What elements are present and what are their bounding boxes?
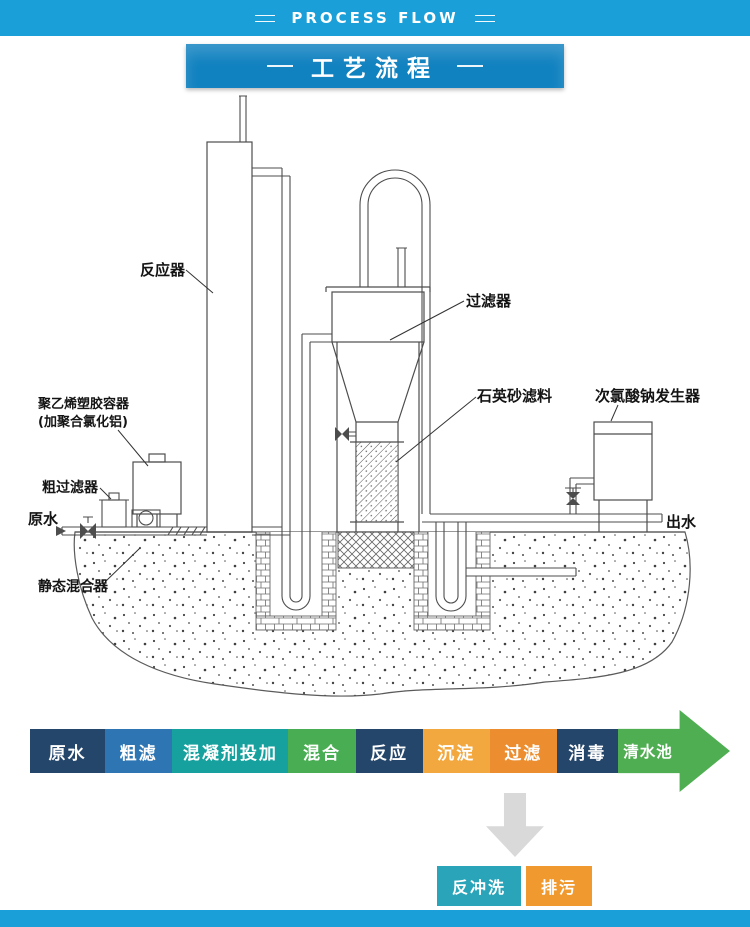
generator-valve-icon xyxy=(566,492,580,505)
quartz-sand-label: 石英砂滤料 xyxy=(476,387,552,405)
flow-step-label: 过滤 xyxy=(504,743,543,764)
raw-water-flow-arrow-icon xyxy=(56,526,66,536)
section-ribbon: 工艺流程 xyxy=(171,44,579,95)
flow-step-label: 粗滤 xyxy=(119,743,158,764)
backwash-box: 反冲洗 xyxy=(437,866,522,906)
pit-right xyxy=(413,531,491,631)
pe-container-label-line2: (加聚合氯化铝) xyxy=(38,414,128,430)
flow-step-coarse-filtration: 粗滤 xyxy=(105,729,173,773)
flow-step-reaction: 反应 xyxy=(355,729,423,773)
flow-step-label: 消毒 xyxy=(568,743,607,764)
drain-pipe xyxy=(466,567,577,577)
inlet-valve-icon xyxy=(80,523,96,539)
flow-step-label: 混凝剂投加 xyxy=(182,743,278,764)
footer-bar xyxy=(0,910,750,927)
pump xyxy=(131,509,161,528)
coarse-filter-unit xyxy=(99,492,161,528)
filter-vessel xyxy=(325,286,431,532)
out-water-label: 出水 xyxy=(666,513,697,531)
quartz-sand-bed xyxy=(355,441,399,523)
hypochlorite-generator-label: 次氯酸钠发生器 xyxy=(595,387,701,405)
section-title-zh: 工艺流程 xyxy=(311,56,439,82)
header-title-en: PROCESS FLOW xyxy=(291,9,459,27)
flow-step-label: 反应 xyxy=(370,743,409,764)
flow-step-label: 清水池 xyxy=(623,743,673,761)
drain-box: 排污 xyxy=(526,866,593,906)
down-arrow-icon xyxy=(486,793,544,857)
sub-flow-row: 反冲洗 排污 xyxy=(437,866,593,906)
ribbon-tail-left-icon xyxy=(171,51,197,95)
flow-step-clean-water-tank-arrow: 清水池 xyxy=(617,710,730,792)
flow-step-label: 沉淀 xyxy=(437,743,476,764)
valve-stems xyxy=(83,431,356,523)
diagram-svg: 反应器 过滤器 石英砂滤料 次氯酸钠发生器 聚乙烯塑胶容器 (加聚合氯化铝) 粗… xyxy=(28,95,701,697)
flow-step-sedimentation: 沉淀 xyxy=(422,729,490,773)
process-diagram: 反应器 过滤器 石英砂滤料 次氯酸钠发生器 聚乙烯塑胶容器 (加聚合氯化铝) 粗… xyxy=(0,90,750,725)
reactor-label: 反应器 xyxy=(140,261,186,279)
ribbon-tail-right-icon xyxy=(553,51,579,95)
leader-lines xyxy=(99,269,619,582)
flow-step-filtration: 过滤 xyxy=(489,729,557,773)
flow-step-label: 混合 xyxy=(302,743,341,764)
flow-step-disinfection: 消毒 xyxy=(556,729,618,773)
flow-step-label: 原水 xyxy=(48,743,87,764)
ribbon-row: 工艺流程 xyxy=(0,44,750,95)
pe-dosing-container xyxy=(132,453,182,527)
pe-container-label-line1: 聚乙烯塑胶容器 xyxy=(37,396,130,412)
filter-foundation-block xyxy=(337,531,415,569)
filter-drain-valve-icon xyxy=(335,427,349,441)
reactor-column xyxy=(206,141,253,533)
static-mixer-label: 静态混合器 xyxy=(38,578,109,595)
filter-label: 过滤器 xyxy=(466,292,512,310)
flow-step-coagulant-dosing: 混凝剂投加 xyxy=(172,729,289,773)
process-flow-bar: 原水 粗滤 混凝剂投加 混合 反应 沉淀 过滤 消毒 清水池 xyxy=(30,710,730,792)
valves xyxy=(56,427,580,539)
hypochlorite-generator xyxy=(593,421,653,532)
flow-step-raw-water: 原水 xyxy=(30,729,106,773)
pit-left xyxy=(255,531,337,631)
flow-step-mixing: 混合 xyxy=(288,729,356,773)
coarse-filter-label: 粗过滤器 xyxy=(42,479,99,496)
header-deco-right-lines-icon xyxy=(474,14,495,22)
header-deco-left-lines-icon xyxy=(255,14,276,22)
ribbon-deco-right-line-icon xyxy=(457,65,483,67)
header-bar: PROCESS FLOW xyxy=(0,0,750,36)
raw-water-label: 原水 xyxy=(28,510,59,528)
ribbon-deco-left-line-icon xyxy=(267,65,293,67)
